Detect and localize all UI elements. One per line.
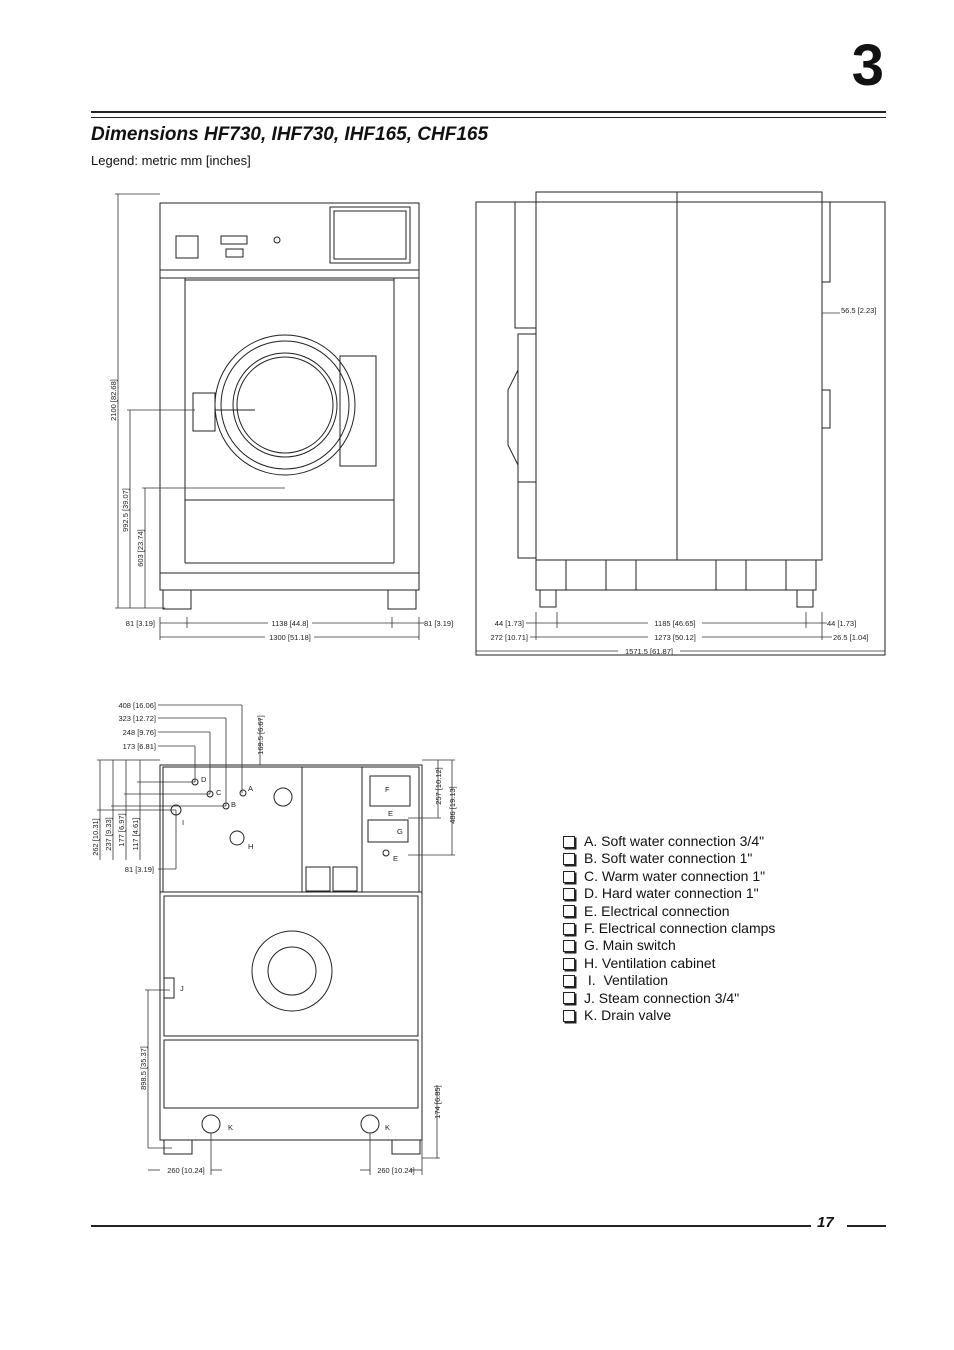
rear-label-f: F bbox=[385, 785, 390, 794]
side-dim-foot-span: 1185 [46.65] bbox=[654, 619, 695, 628]
key-item: F. Electrical connection clamps bbox=[563, 920, 775, 937]
key-item: A. Soft water connection 3/4" bbox=[563, 833, 775, 850]
rear-label-d: D bbox=[201, 775, 207, 784]
rear-dim-237: 237 [9.33] bbox=[104, 817, 113, 850]
checkbox-icon bbox=[563, 853, 575, 866]
checkbox-icon bbox=[563, 992, 575, 1005]
rear-dim-174: 174 [6.85] bbox=[433, 1085, 442, 1118]
checkbox-icon bbox=[563, 957, 575, 970]
key-item: E. Electrical connection bbox=[563, 903, 775, 920]
rear-label-h: H bbox=[248, 842, 253, 851]
rear-dim-257: 257 [10.12] bbox=[434, 767, 443, 805]
side-dim-right-foot-offset: 44 [1.73] bbox=[827, 619, 856, 628]
front-dim-height-door-bottom: 603 [23.74] bbox=[136, 529, 145, 567]
checkbox-icon bbox=[563, 905, 575, 918]
checkbox-icon bbox=[563, 870, 575, 883]
rear-label-e2: E bbox=[393, 854, 398, 863]
key-item: G. Main switch bbox=[563, 937, 775, 954]
footer-rule-left bbox=[91, 1225, 811, 1227]
rear-dim-169: 169.5 [6.67] bbox=[256, 715, 265, 755]
legend-note: Legend: metric mm [inches] bbox=[91, 153, 251, 168]
rear-dim-260-left: 260 [10.24] bbox=[167, 1166, 205, 1175]
front-dim-left-offset: 81 [3.19] bbox=[126, 619, 155, 628]
rear-label-b: B bbox=[231, 800, 236, 809]
key-item: J. Steam connection 3/4" bbox=[563, 990, 775, 1007]
rear-dim-117: 117 [4.61] bbox=[131, 818, 140, 851]
key-item: D. Hard water connection 1" bbox=[563, 885, 775, 902]
side-dim-body-depth: 1273 [50.12] bbox=[654, 633, 696, 642]
rear-view-drawing: 408 [16.06] 323 [12.72] 248 [9.76] 173 [… bbox=[91, 701, 457, 1175]
front-dim-right-offset: 81 [3.19] bbox=[424, 619, 453, 628]
page-number: 17 bbox=[817, 1214, 834, 1231]
side-dim-rear-projection: 272 [10.71] bbox=[490, 633, 528, 642]
front-dim-height-total: 2100 [82.68] bbox=[109, 379, 118, 421]
side-view-drawing: 56.5 [2.23] 44 [1.73] 1185 [46.65] 44 [1… bbox=[475, 191, 886, 656]
header-rule-bottom bbox=[91, 117, 886, 118]
rear-label-i: I bbox=[182, 818, 184, 827]
connection-key-list: A. Soft water connection 3/4" B. Soft wa… bbox=[563, 833, 775, 1024]
page-title: Dimensions HF730, IHF730, IHF165, CHF165 bbox=[91, 124, 489, 145]
side-dim-right-projection: 26.5 [1.04] bbox=[833, 633, 868, 642]
side-dim-top-right-offset: 56.5 [2.23] bbox=[841, 306, 876, 315]
key-item: H. Ventilation cabinet bbox=[563, 955, 775, 972]
rear-dim-173: 173 [6.81] bbox=[123, 742, 156, 751]
footer-rule-right bbox=[847, 1225, 886, 1227]
rear-dim-177: 177 [6.97] bbox=[117, 813, 126, 846]
rear-label-c: C bbox=[216, 788, 222, 797]
rear-label-j: J bbox=[180, 984, 184, 993]
side-dim-left-foot-offset: 44 [1.73] bbox=[495, 619, 524, 628]
front-dim-overall-width: 1300 [51.18] bbox=[269, 633, 311, 642]
key-item: I. Ventilation bbox=[563, 972, 775, 989]
side-dim-overall-depth: 1571.5 [61.87] bbox=[625, 647, 673, 656]
checkbox-icon bbox=[563, 835, 575, 848]
key-item: C. Warm water connection 1" bbox=[563, 868, 775, 885]
key-item: B. Soft water connection 1" bbox=[563, 850, 775, 867]
rear-label-k1: K bbox=[228, 1123, 233, 1132]
rear-dim-248: 248 [9.76] bbox=[123, 728, 156, 737]
rear-label-k2: K bbox=[385, 1123, 390, 1132]
rear-dim-486: 486 [19.13] bbox=[448, 786, 457, 824]
rear-dim-81: 81 [3.19] bbox=[125, 865, 154, 874]
checkbox-icon bbox=[563, 887, 575, 900]
rear-dim-323: 323 [12.72] bbox=[118, 714, 156, 723]
checkbox-icon bbox=[563, 1009, 575, 1022]
rear-dim-260-right: 260 [10.24] bbox=[377, 1166, 415, 1175]
rear-dim-898: 898.5 [35.37] bbox=[139, 1046, 148, 1090]
front-dim-height-door: 992.5 [39.07] bbox=[121, 488, 130, 532]
rear-label-g: G bbox=[397, 827, 403, 836]
front-dim-inner-width: 1138 [44.8] bbox=[272, 619, 309, 628]
checkbox-icon bbox=[563, 940, 575, 953]
header-rule-top bbox=[91, 111, 886, 113]
rear-label-a: A bbox=[248, 784, 253, 793]
rear-dim-408: 408 [16.06] bbox=[118, 701, 156, 710]
front-view-drawing: 2100 [82.68] 992.5 [39.07] 603 [23.74] 8… bbox=[109, 193, 453, 642]
rear-dim-262: 262 [10.31] bbox=[91, 818, 100, 856]
checkbox-icon bbox=[563, 922, 575, 935]
key-item: K. Drain valve bbox=[563, 1007, 775, 1024]
chapter-number: 3 bbox=[851, 33, 884, 98]
checkbox-icon bbox=[563, 974, 575, 987]
rear-label-e1: E bbox=[388, 809, 393, 818]
